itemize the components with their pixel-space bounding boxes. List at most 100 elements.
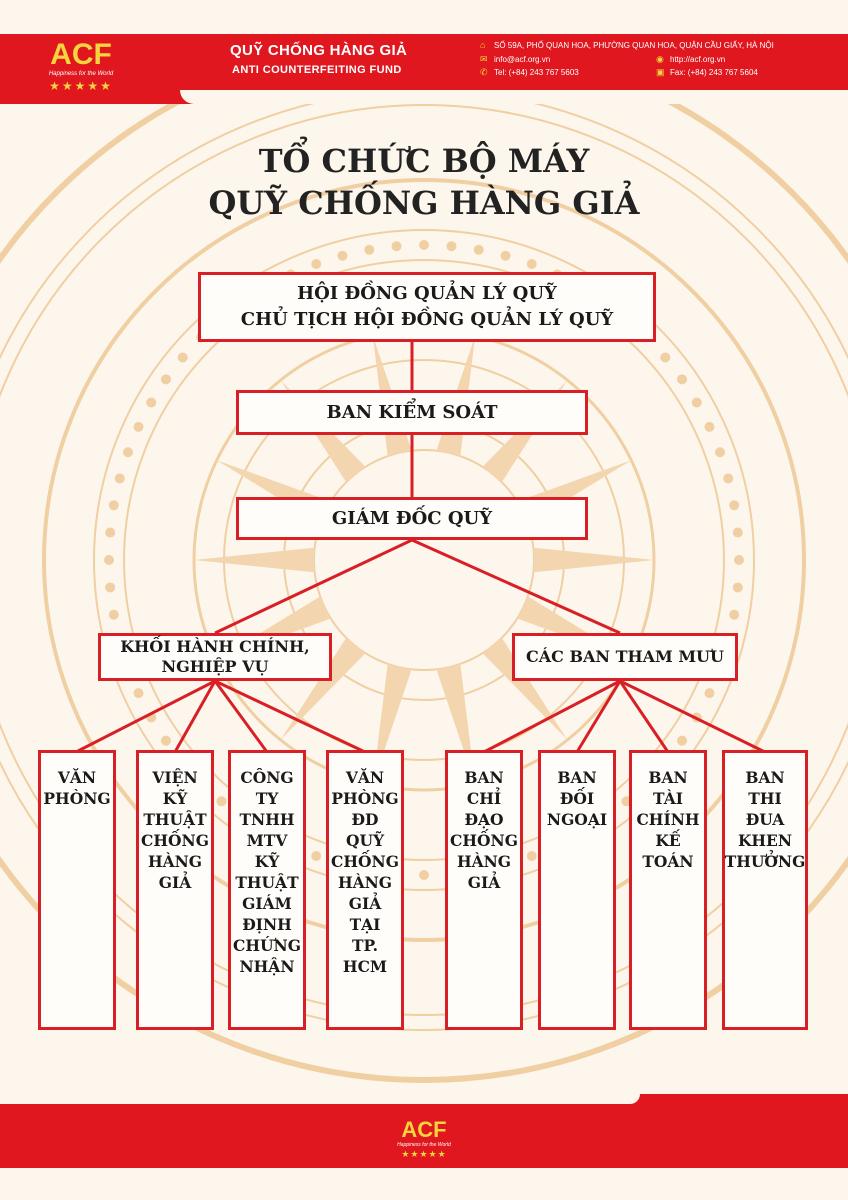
footer-logo-name: ACF <box>401 1117 447 1142</box>
connector-advisory-unit-3 <box>618 680 670 753</box>
contact-address: ⌂ SỐ 59A, PHỐ QUAN HOA, PHƯỜNG QUAN HOA, … <box>480 40 774 50</box>
supervisory-board-box: BAN KIỂM SOÁT <box>236 390 588 435</box>
contact-website: ◉ http://acf.org.vn <box>656 54 725 65</box>
unit-label-line: CHÍNH <box>636 810 700 829</box>
unit-inspection-company: CÔNG TY TNHH MTV KỸ THUẬT GIÁM ĐỊNH CHỨNG NHẬN <box>228 750 306 1030</box>
unit-label-line: TP. <box>351 936 379 955</box>
unit-label-line: ĐẠO <box>464 810 504 829</box>
fund-name-en: ANTI COUNTERFEITING FUND <box>232 64 402 76</box>
unit-label-line: CHỐNG <box>450 831 518 850</box>
header-curve <box>180 90 848 104</box>
address-text: SỐ 59A, PHỐ QUAN HOA, PHƯỜNG QUAN HOA, Q… <box>494 41 774 50</box>
council-line-1: HỘI ĐỒNG QUẢN LÝ QUỸ <box>297 283 557 304</box>
unit-label-line: HCM <box>342 957 388 976</box>
tel-text: Tel: (+84) 243 767 5603 <box>494 68 579 77</box>
contact-fax: ▣ Fax: (+84) 243 767 5604 <box>656 67 758 78</box>
email-text: info@acf.org.vn <box>494 55 551 64</box>
unit-label-line: TÀI <box>653 789 683 808</box>
unit-label-line: ĐUA <box>745 810 785 829</box>
director-box: GIÁM ĐỐC QUỸ <box>236 497 588 540</box>
unit-label-line: ĐD <box>351 810 379 829</box>
unit-label-line: VĂN <box>345 768 385 787</box>
unit-label-line: GIẢ <box>158 873 192 892</box>
connector-admin-unit-3 <box>213 680 269 753</box>
unit-label-line: VIỆN <box>152 768 198 787</box>
unit-label-line: KỸ <box>254 852 280 871</box>
unit-label-line: CHỐNG <box>331 852 399 871</box>
unit-label-line: THƯỞNG <box>724 852 806 871</box>
unit-label-line: TNHH <box>239 810 295 829</box>
phone-icon: ✆ <box>480 67 488 77</box>
admin-block-line-2: NGHIỆP VỤ <box>161 657 269 676</box>
fax-icon: ▣ <box>656 67 665 77</box>
supervisory-label: BAN KIỂM SOÁT <box>326 401 498 423</box>
connector-director-admin <box>214 538 413 635</box>
acf-logo: ACF Happiness for the World ★★★★★ <box>26 40 136 94</box>
unit-label-line: PHÒNG <box>43 789 111 808</box>
unit-label-line: ĐỊNH <box>242 915 292 934</box>
footer-logo-tagline: Happiness for the World <box>397 1142 451 1148</box>
unit-label-line: BAN <box>648 768 688 787</box>
unit-label-line: NHẬN <box>239 957 295 976</box>
unit-label-line: TOÁN <box>642 852 694 871</box>
connector-director-advisory <box>411 538 621 635</box>
unit-label-line: KHEN <box>737 831 793 850</box>
unit-office: VĂN PHÒNG <box>38 750 116 1030</box>
unit-label-line: TẠI <box>349 915 381 934</box>
fax-text: Fax: (+84) 243 767 5604 <box>670 68 758 77</box>
unit-label-line: CHỨNG <box>233 936 301 955</box>
unit-label-line: MTV <box>246 831 288 850</box>
unit-label-line: BAN <box>464 768 504 787</box>
connector-advisory-unit-1 <box>483 679 621 754</box>
director-label: GIÁM ĐỐC QUỸ <box>331 507 493 529</box>
unit-label-line: TY <box>255 789 279 808</box>
unit-label-line: BAN <box>745 768 785 787</box>
unit-label-line: HÀNG <box>456 852 512 871</box>
fund-name-vn: QUỸ CHỐNG HÀNG GIẢ <box>230 42 408 59</box>
home-icon: ⌂ <box>480 40 486 50</box>
unit-label-line: CÔNG <box>240 768 294 787</box>
page-title-line-2: QUỸ CHỐNG HÀNG GIẢ <box>208 184 640 222</box>
unit-label-line: THUẬT <box>143 810 207 829</box>
logo-stars: ★★★★★ <box>49 79 113 93</box>
page-title-line-1: TỔ CHỨC BỘ MÁY <box>258 142 590 180</box>
unit-label-line: HÀNG <box>337 873 393 892</box>
footer-band <box>0 1094 848 1168</box>
footer-acf-logo: ACF Happiness for the World ★★★★★ <box>374 1118 474 1160</box>
contact-tel: ✆ Tel: (+84) 243 767 5603 <box>480 67 579 78</box>
unit-label-line: CHỈ <box>466 789 502 808</box>
connector-admin-unit-2 <box>173 680 217 753</box>
unit-label-line: THUẬT <box>235 873 299 892</box>
unit-label-line: BAN <box>557 768 597 787</box>
unit-label-line: PHÒNG <box>331 789 399 808</box>
mail-icon: ✉ <box>480 54 488 64</box>
unit-emulation-reward: BAN THI ĐUA KHEN THƯỞNG <box>722 750 808 1030</box>
council-line-2: CHỦ TỊCH HỘI ĐỒNG QUẢN LÝ QUỸ <box>240 309 614 330</box>
council-box: HỘI ĐỒNG QUẢN LÝ QUỸ CHỦ TỊCH HỘI ĐỒNG Q… <box>198 272 656 342</box>
unit-label-line: THI <box>748 789 782 808</box>
footer-logo-stars: ★★★★★ <box>401 1149 447 1159</box>
advisory-block-box: CÁC BAN THAM MƯU <box>512 633 738 681</box>
unit-label-line: GIẢ <box>348 894 382 913</box>
unit-label-line: ĐỐI <box>559 789 595 808</box>
unit-label-line: GIẢ <box>467 873 501 892</box>
advisory-block-label: CÁC BAN THAM MƯU <box>526 647 724 666</box>
footer-curve <box>0 1094 640 1104</box>
logo-name: ACF <box>50 38 112 71</box>
connector-admin-unit-1 <box>75 679 216 754</box>
unit-label-line: NGOẠI <box>546 810 608 829</box>
connector-admin-unit-4 <box>214 679 366 754</box>
unit-label-line: CHỐNG <box>141 831 209 850</box>
connector-advisory-unit-4 <box>619 679 766 754</box>
admin-block-box: KHỐI HÀNH CHÍNH, NGHIỆP VỤ <box>98 633 332 681</box>
website-text: http://acf.org.vn <box>670 55 726 64</box>
logo-tagline: Happiness for the World <box>48 71 114 77</box>
unit-label-line: VĂN <box>57 768 97 787</box>
globe-icon: ◉ <box>656 54 664 64</box>
unit-label-line: HÀNG <box>147 852 203 871</box>
unit-label-line: GIÁM <box>242 894 292 913</box>
connector-advisory-unit-2 <box>575 680 622 753</box>
